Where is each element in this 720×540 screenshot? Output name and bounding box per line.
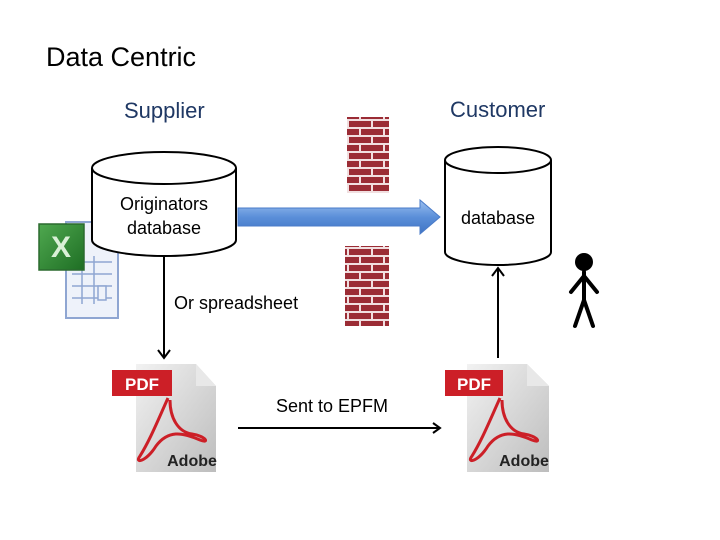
svg-text:Adobe: Adobe <box>499 453 549 470</box>
svg-text:Adobe: Adobe <box>167 453 217 470</box>
direct-transfer-arrow <box>237 198 441 236</box>
supplier-down-arrow <box>157 256 171 360</box>
firewall-bottom-icon <box>345 246 389 326</box>
person-icon <box>569 253 599 328</box>
customer-database-cylinder <box>444 146 552 266</box>
svg-text:PDF: PDF <box>125 375 159 394</box>
customer-pdf-icon: PDF Adobe <box>445 364 549 472</box>
customer-up-arrow <box>491 266 505 358</box>
customer-heading: Customer <box>450 97 546 122</box>
transfer-label: Sent to EPFM <box>276 396 389 416</box>
customer-database-label: database <box>460 208 536 228</box>
supplier-database-label-line1: Originators <box>119 194 209 214</box>
alt-source-label: Or spreadsheet <box>174 293 299 313</box>
supplier-database-cylinder <box>91 151 237 257</box>
supplier-heading: Supplier <box>124 98 205 123</box>
svg-text:PDF: PDF <box>457 375 491 394</box>
epfm-transfer-arrow <box>238 422 442 434</box>
svg-text:X: X <box>51 231 71 264</box>
supplier-pdf-icon: PDF Adobe <box>112 364 217 472</box>
firewall-top-icon <box>347 117 389 193</box>
supplier-database-label: Originators database <box>96 192 232 240</box>
supplier-database-label-line2: database <box>126 218 202 238</box>
slide-title: Data Centric <box>46 42 197 72</box>
